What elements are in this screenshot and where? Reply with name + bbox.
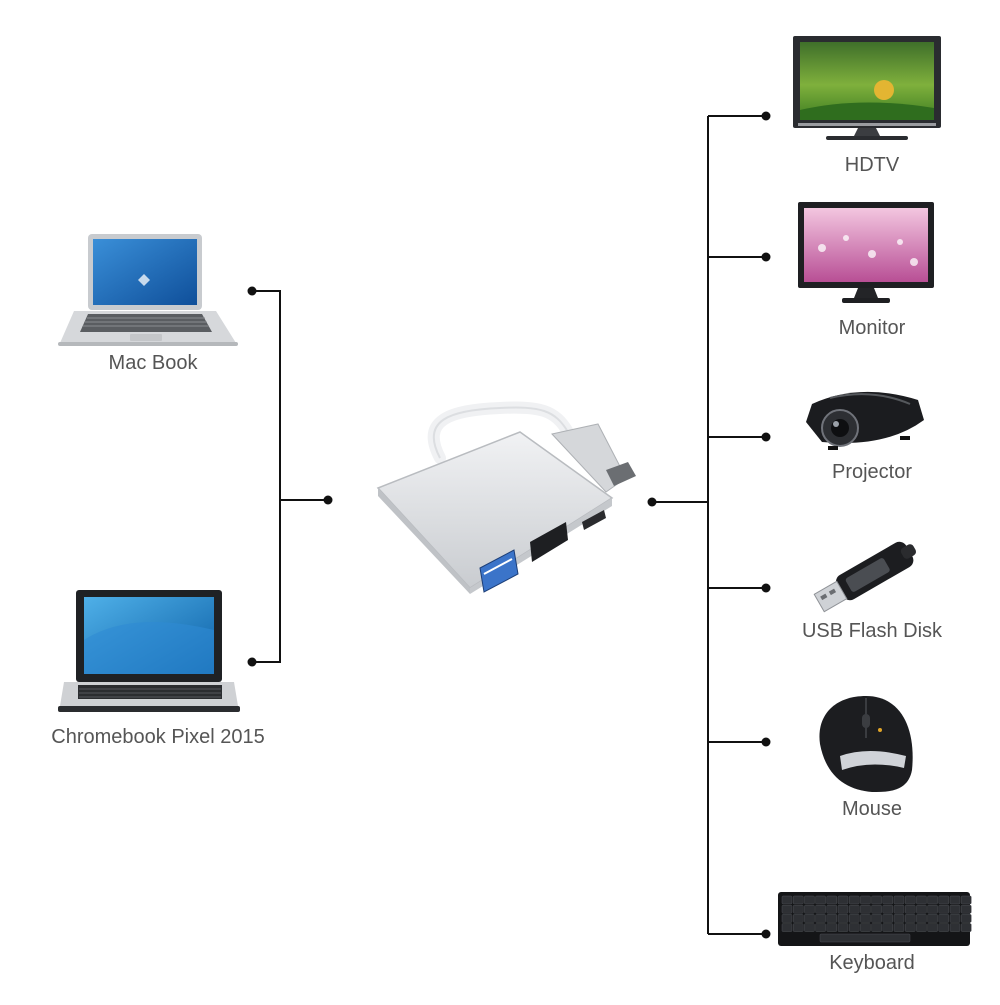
macbook-label: Mac Book [108,352,198,374]
hdtv-tv-icon [793,36,941,140]
keyboard-icon [778,892,972,946]
mouse-label: Mouse [841,798,903,820]
keyboard-key [893,904,905,914]
keyboard-key [938,914,950,923]
keyboard-key [871,895,882,905]
keyboard-key [927,923,938,932]
keyboard-key [837,904,849,914]
keyboard-key [792,923,804,932]
keyboard-key [860,895,871,905]
keyboard-key [949,923,961,932]
keyboard-key [860,923,871,932]
keyboard-key [792,904,804,914]
keyboard-key [781,895,793,905]
keyboard-key [949,895,961,905]
keyboard-key [826,923,838,932]
keyboard-key [960,914,972,923]
keyboard-key [882,895,894,905]
hdtv-label: HDTV [844,154,900,176]
keyboard-key [893,895,905,905]
monitor-label: Monitor [838,317,906,339]
keyboard-key [960,895,972,905]
keyboard-key [938,895,950,905]
keyboard-key [916,895,927,905]
keyboard-key [882,923,894,932]
keyboard-key [804,914,815,923]
keyboard-key [837,895,849,905]
keyboard-key [904,923,916,932]
keyboard-key [871,923,882,932]
keyboard-key [893,923,905,932]
keyboard-key [960,904,972,914]
keyboard-key [938,904,950,914]
keyboard-key [826,904,838,914]
keyboard-key [815,895,826,905]
keyboard-key [826,914,838,923]
connector-lines [252,115,766,935]
keyboard-key [916,923,927,932]
keyboard-key [781,923,793,932]
keyboard-key [960,923,972,932]
keyboard-key [949,914,961,923]
usb-c-hub-icon [376,401,636,594]
usb-flash-disk-label: USB Flash Disk [801,620,943,642]
keyboard-key [804,895,815,905]
keyboard-key [792,895,804,905]
keyboard-key [882,904,894,914]
chromebook-label: Chromebook Pixel 2015 [51,726,265,748]
keyboard-key [904,904,916,914]
usb-c-port-icon [582,510,606,530]
keyboard-key [949,904,961,914]
keyboard-key [927,914,938,923]
keyboard-key [815,923,826,932]
keyboard-key [904,914,916,923]
keyboard-key [837,914,849,923]
keyboard-key [871,904,882,914]
keyboard-key [938,923,950,932]
connector-dots [247,111,771,939]
usb-flash-disk-icon [813,541,917,613]
keyboard-key [882,914,894,923]
keyboard-key [848,914,860,923]
keyboard-key [804,904,815,914]
keyboard-key [815,914,826,923]
projector-label: Projector [831,461,913,483]
monitor-icon [798,202,934,303]
keyboard-key [904,895,916,905]
keyboard-key [860,914,871,923]
keyboard-key [804,923,815,932]
keyboard-label: Keyboard [829,952,915,974]
projector-icon [806,391,924,450]
macbook-laptop-icon [58,234,238,346]
keyboard-key [860,904,871,914]
usb-a-port-icon [479,549,519,593]
keyboard-key [837,923,849,932]
hdmi-port-icon [530,522,568,562]
keyboard-key [815,904,826,914]
keyboard-key [792,914,804,923]
keyboard-key [826,895,838,905]
keyboard-key [781,914,793,923]
keyboard-key [848,904,860,914]
keyboard-key [871,914,882,923]
keyboard-key [927,895,938,905]
keyboard-key [927,904,938,914]
left-bracket-line [252,290,281,663]
keyboard-key [916,914,927,923]
mouse-icon [819,696,913,792]
chromebook-laptop-icon [58,590,240,712]
keyboard-key [893,914,905,923]
keyboard-key [916,904,927,914]
keyboard-key [848,923,860,932]
keyboard-key [781,904,793,914]
keyboard-key [848,895,860,905]
